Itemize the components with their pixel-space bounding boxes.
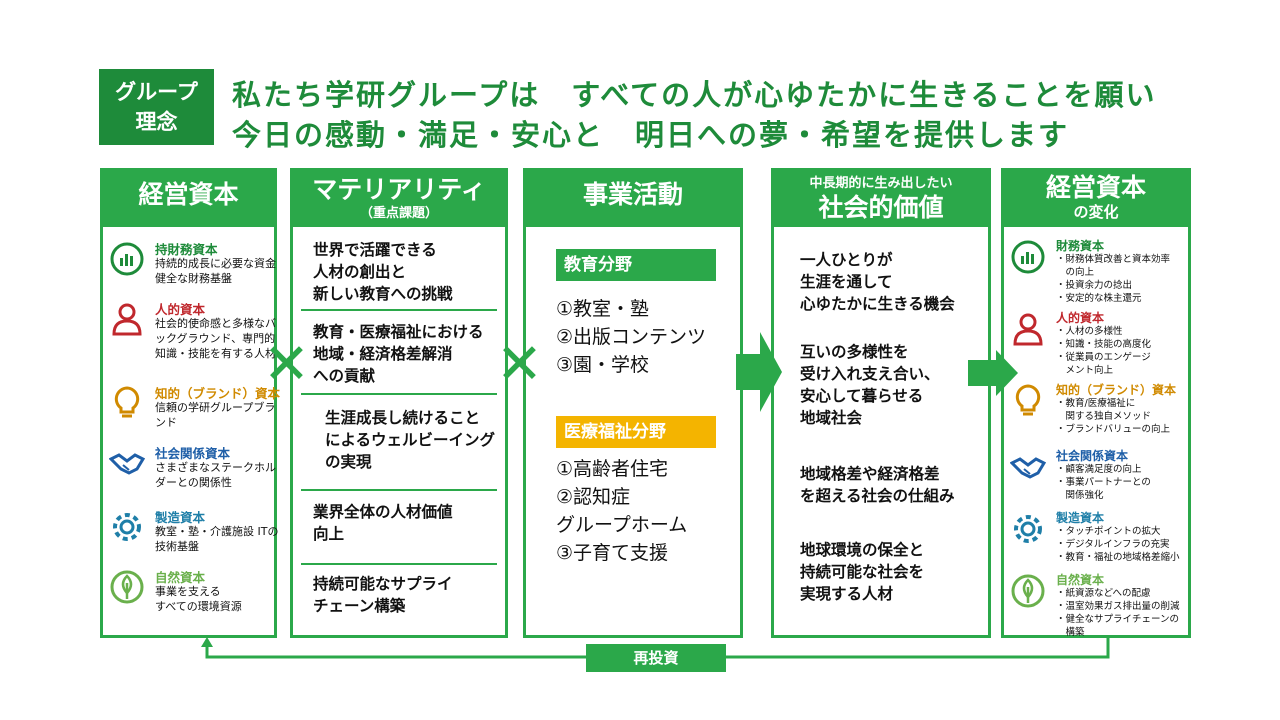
flow-arrow-icon: [968, 350, 1018, 396]
change-item-title: 人的資本: [1056, 311, 1105, 325]
handshake-icon: [108, 445, 146, 481]
reinvest-label: 再投資: [586, 644, 726, 672]
capital-item-title: 社会関係資本: [155, 446, 231, 461]
materiality-divider: [301, 393, 497, 395]
change-title: 経営資本: [1045, 173, 1146, 202]
education-item: ③園・学校: [556, 354, 650, 376]
education-item: ②出版コンテンツ: [556, 326, 707, 348]
lightbulb-icon: [1010, 383, 1046, 419]
change-item-title: 知的（ブランド）資本: [1056, 383, 1177, 397]
materiality-column: マテリアリティ （重点課題） 世界で活躍できる 人材の創出と 新しい教育への挑戦…: [290, 168, 508, 638]
capital-item-desc: 社会的使命感と多様なバックグラウンド、専門的知識・技能を有する人材: [155, 317, 276, 360]
person-icon: [109, 301, 145, 337]
value-title: 社会的価値: [818, 193, 944, 222]
materiality-item: 世界で活躍できる 人材の創出と 新しい教育への挑戦: [313, 241, 453, 303]
badge-line2: 理念: [135, 110, 178, 134]
education-list: ①教室・塾 ②出版コンテンツ ③園・学校: [556, 295, 706, 379]
education-label: 教育分野: [556, 249, 716, 281]
capital-item-desc: さまざまなステークホルダーとの関係性: [155, 461, 276, 489]
medical-label: 医療福祉分野: [556, 416, 716, 448]
gear-icon: [109, 509, 145, 545]
capital-change-column: 経営資本 の変化 財務資本 ・財務体質改善と資本効率 の向上 ・投資余力の捻出 …: [1001, 168, 1191, 638]
materiality-divider: [301, 309, 497, 311]
social-value-item: 互いの多様性を 受け入れ支え合い、 安心して暮らせる 地域社会: [800, 343, 940, 427]
business-column: 事業活動 教育分野 ①教室・塾 ②出版コンテンツ ③園・学校 医療福祉分野 ①高…: [523, 168, 743, 638]
medical-item: グループホーム: [556, 514, 688, 536]
capital-column: 経営資本 持財務資本 持続的成長に必要な資金 健全な財務基盤 人的資本 社会的使…: [100, 168, 281, 638]
materiality-item: 教育・医療福祉における 地域・経済格差解消 への貢献: [313, 323, 484, 385]
change-item-title: 製造資本: [1056, 511, 1105, 525]
materiality-divider: [301, 489, 497, 491]
business-title: 事業活動: [526, 171, 740, 227]
change-item-title: 財務資本: [1056, 239, 1105, 253]
social-value-item: 地球環境の保全と 持続可能な社会を 実現する人材: [800, 541, 925, 603]
change-subtitle: の変化: [1073, 203, 1119, 221]
capital-item-title: 製造資本: [155, 510, 206, 525]
capital-item-desc: 教室・塾・介護施設 ITの技術基盤: [155, 525, 279, 553]
flow-arrow-icon: [736, 332, 782, 412]
financial-chart-icon: [109, 241, 145, 277]
change-item-desc: ・タッチポイントの拡大 ・デジタルインフラの充実 ・教育・福祉の地域格差縮小: [1056, 526, 1180, 563]
change-item-title: 社会関係資本: [1056, 449, 1129, 463]
change-item-desc: ・教育/医療福祉に 関する独自メソッド ・ブランドバリューの向上: [1056, 398, 1171, 435]
medical-item: ①高齢者住宅: [556, 458, 669, 480]
medical-list: ①高齢者住宅 ②認知症 グループホーム ③子育て支援: [556, 455, 687, 567]
tagline-line2: 今日の感動・満足・安心と 明日への夢・希望を提供します: [232, 118, 1070, 152]
medical-item: ③子育て支援: [556, 542, 669, 564]
financial-chart-icon: [1010, 239, 1046, 275]
tree-icon: [1010, 573, 1046, 609]
lightbulb-icon: [109, 385, 145, 421]
capital-item-title: 自然資本: [155, 570, 206, 585]
materiality-item: 生涯成長し続けること によるウェルビーイング の実現: [325, 409, 496, 471]
social-value-column: 中長期的に生み出したい 社会的価値 一人ひとりが 生涯を通して 心ゆたかに生きる…: [771, 168, 991, 638]
capital-item-title: 持財務資本: [155, 242, 218, 257]
education-item: ①教室・塾: [556, 298, 650, 320]
capital-title: 経営資本: [103, 171, 274, 227]
materiality-item: 持続可能なサプライ チェーン構築: [313, 575, 453, 615]
medical-item: ②認知症: [556, 486, 631, 508]
change-item-desc: ・紙資源などへの配慮 ・温室効果ガス排出量の削減 ・健全なサプライチェーンの 構…: [1056, 588, 1180, 638]
social-value-item: 地域格差や経済格差 を超える社会の仕組み: [800, 465, 955, 505]
philosophy-badge: グループ 理念: [99, 69, 214, 145]
cross-connector-icon: ✕: [263, 332, 310, 397]
social-value-item: 一人ひとりが 生涯を通して 心ゆたかに生きる機会: [800, 251, 955, 313]
change-item-desc: ・財務体質改善と資本効率 の向上 ・投資余力の捻出 ・安定的な株主還元: [1056, 254, 1171, 304]
value-subtitle: 中長期的に生み出したい: [809, 176, 953, 191]
gear-icon: [1010, 511, 1046, 547]
materiality-title: マテリアリティ: [312, 175, 486, 204]
capital-item-title: 知的（ブランド）資本: [155, 386, 281, 401]
capital-item-desc: 信頼の学研グループブランド: [155, 401, 276, 429]
change-item-desc: ・顧客満足度の向上 ・事業パートナーとの 関係強化: [1056, 464, 1151, 501]
badge-line1: グループ: [115, 80, 198, 104]
capital-item-desc: 事業を支える すべての環境資源: [155, 585, 242, 613]
capital-item-title: 人的資本: [155, 302, 206, 317]
handshake-icon: [1009, 449, 1047, 485]
cross-connector-icon: ✕: [496, 332, 543, 397]
change-item-desc: ・人材の多様性 ・知識・技能の高度化 ・従業員のエンゲージ メント向上: [1056, 326, 1152, 376]
capital-item-desc: 持続的成長に必要な資金 健全な財務基盤: [155, 257, 276, 285]
tree-icon: [109, 569, 145, 605]
person-icon: [1010, 311, 1046, 347]
change-item-title: 自然資本: [1056, 573, 1105, 587]
materiality-item: 業界全体の人材価値 向上: [313, 503, 453, 543]
materiality-divider: [301, 563, 497, 565]
materiality-subtitle: （重点課題）: [359, 206, 438, 221]
tagline-line1: 私たち学研グループは すべての人が心ゆたかに生きることを願い: [232, 78, 1157, 112]
